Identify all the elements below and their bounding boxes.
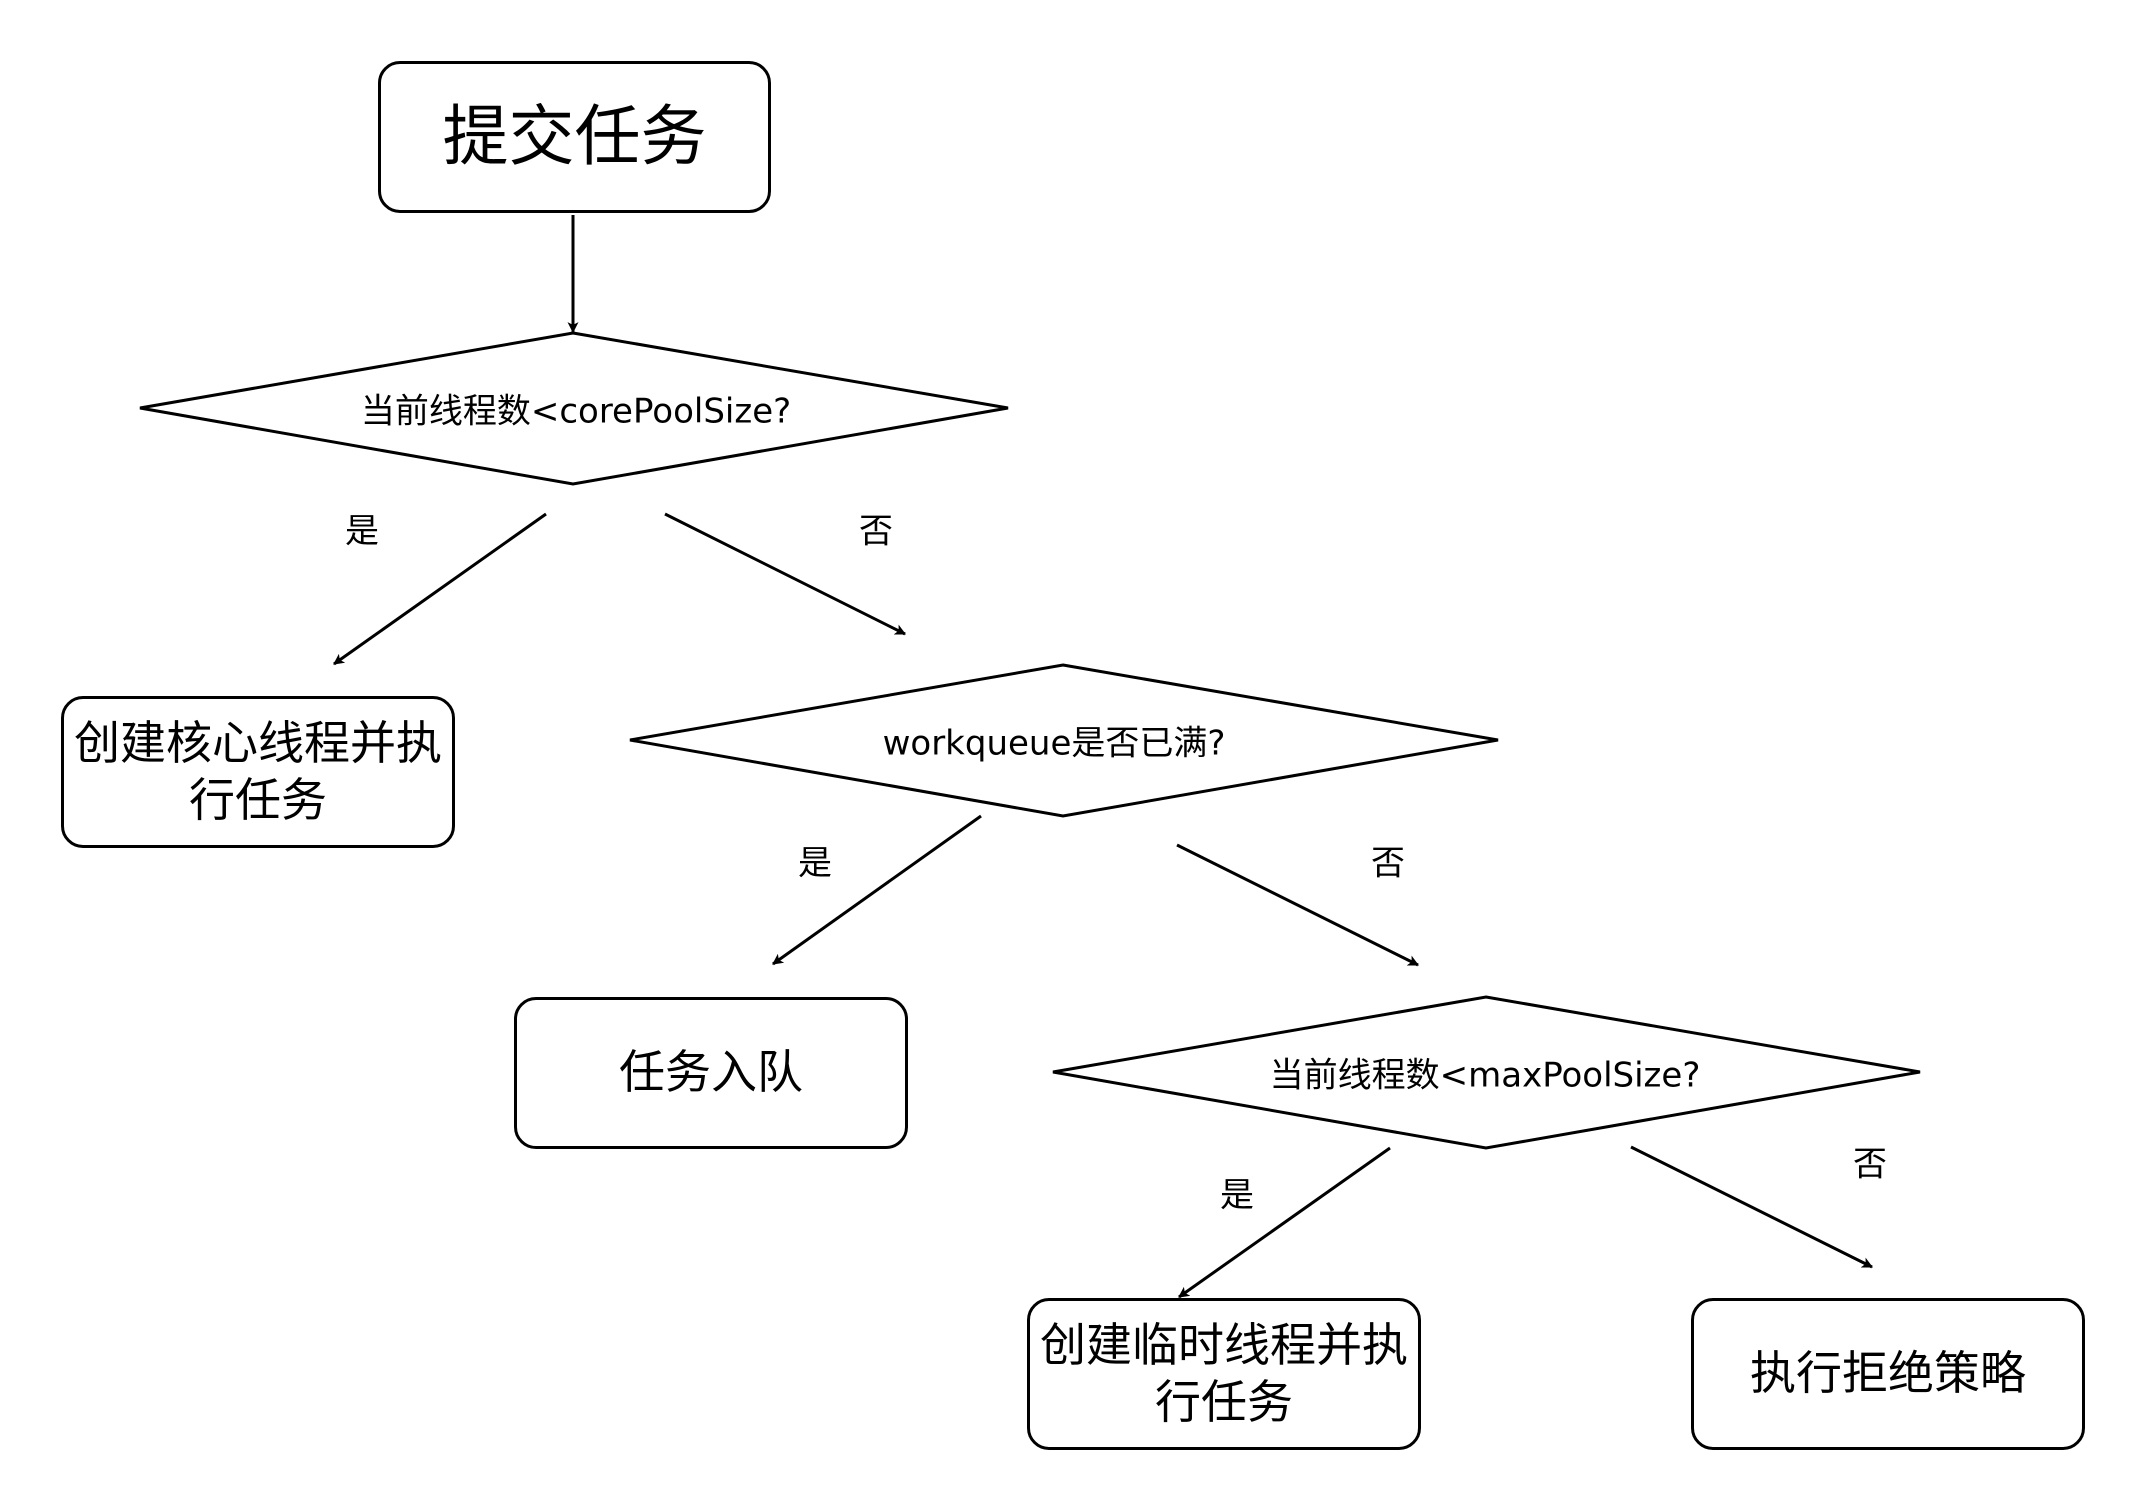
arrow-queue-yes bbox=[772, 814, 982, 966]
create-temp-thread-label: 创建临时线程并执行任务 bbox=[1040, 1317, 1408, 1430]
reject-node: 执行拒绝策略 bbox=[1691, 1298, 2085, 1450]
edge-label-max-no: 否 bbox=[1853, 1144, 1887, 1185]
decision-queue-label: workqueue是否已满? bbox=[882, 723, 1226, 764]
edge-label-queue-no: 否 bbox=[1371, 843, 1405, 884]
decision-diamond-core bbox=[139, 331, 1009, 486]
arrow-core-no bbox=[664, 512, 906, 636]
decision-max-label: 当前线程数<maxPoolSize? bbox=[1269, 1055, 1701, 1096]
start-node: 提交任务 bbox=[378, 61, 771, 213]
arrow-max-yes bbox=[1178, 1146, 1391, 1299]
create-temp-thread-node: 创建临时线程并执行任务 bbox=[1027, 1298, 1421, 1450]
decision-diamond-queue bbox=[629, 663, 1499, 818]
enqueue-label: 任务入队 bbox=[619, 1045, 803, 1100]
create-core-thread-label: 创建核心线程并执行任务 bbox=[74, 715, 442, 828]
decision-diamond-max bbox=[1052, 995, 1921, 1150]
arrow-queue-no bbox=[1176, 843, 1419, 967]
arrow-core-yes bbox=[333, 512, 547, 666]
decision-core-label: 当前线程数<corePoolSize? bbox=[360, 391, 792, 432]
create-core-thread-node: 创建核心线程并执行任务 bbox=[61, 696, 455, 848]
edge-label-core-no: 否 bbox=[859, 511, 893, 552]
edge-label-max-yes: 是 bbox=[1220, 1175, 1254, 1216]
edge-label-core-yes: 是 bbox=[345, 511, 379, 552]
start-node-label: 提交任务 bbox=[442, 97, 707, 175]
arrow-max-no bbox=[1630, 1145, 1873, 1269]
edge-label-queue-yes: 是 bbox=[798, 843, 832, 884]
reject-label: 执行拒绝策略 bbox=[1750, 1346, 2026, 1401]
enqueue-node: 任务入队 bbox=[514, 997, 908, 1149]
